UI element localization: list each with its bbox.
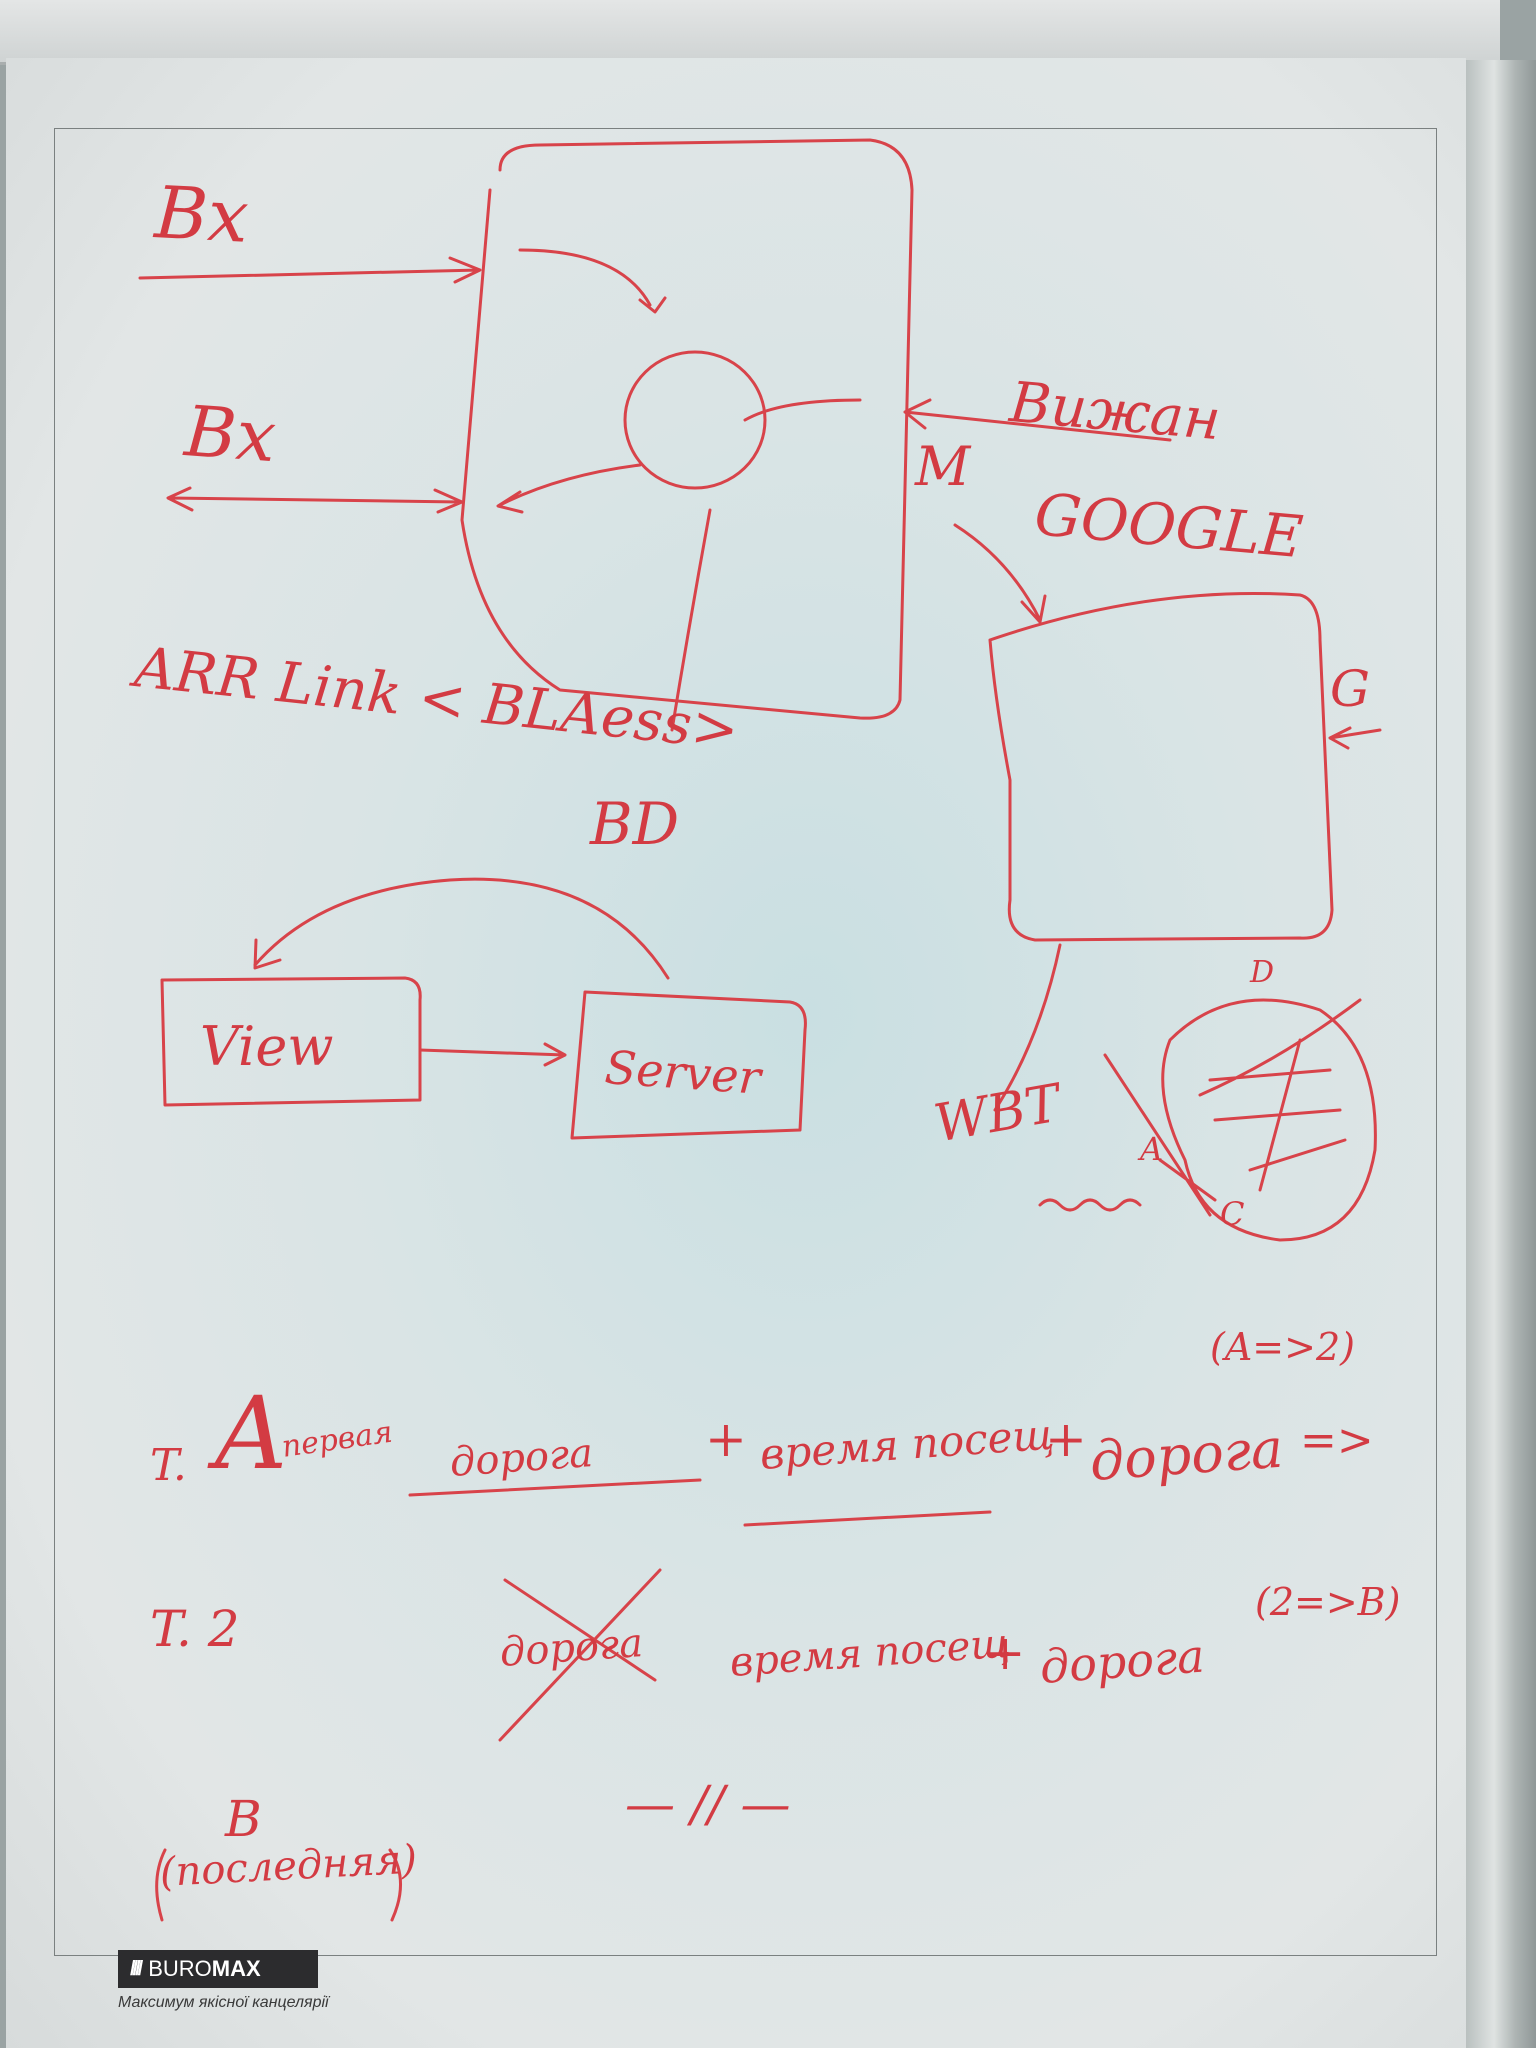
row1-plus1: + [705, 1410, 747, 1468]
main-box [460, 138, 914, 720]
label-server: Server [603, 1040, 763, 1105]
arrow-g [1328, 726, 1382, 750]
label-bd: BD [590, 790, 680, 858]
row1-arrow: => [1300, 1415, 1374, 1466]
board-frame [1466, 60, 1536, 2048]
line-to-bd [670, 508, 712, 732]
row1-note: (A=>2) [1210, 1325, 1355, 1369]
arrow-circle-left [496, 463, 642, 514]
label-view: View [200, 1015, 334, 1078]
brand-name-light: BURO [148, 1956, 212, 1981]
label-point-d: D [1250, 955, 1275, 990]
brand-tagline: Максимум якісної канцелярії [118, 1994, 329, 2011]
row2-prefix: T. 2 [150, 1600, 240, 1658]
arrow-to-google-box [953, 523, 1047, 624]
row1-a: A [215, 1375, 288, 1492]
row1-term3: дорога [1087, 1416, 1286, 1493]
arrow-input-bottom [166, 486, 464, 514]
sheet-border [54, 128, 1437, 1956]
underline-term2 [743, 1510, 992, 1527]
row1-prefix: T. [150, 1440, 187, 1491]
row1-plus2: + [1045, 1410, 1087, 1468]
google-box [988, 591, 1334, 942]
label-input-top: Bx [152, 170, 251, 259]
label-point-c: C [1220, 1195, 1245, 1233]
server-box [570, 990, 807, 1140]
line-a-c [1103, 1053, 1217, 1217]
strike-row2 [498, 1568, 662, 1742]
row4-b: B [225, 1790, 262, 1848]
view-box [160, 976, 422, 1107]
arrow-input-top [138, 256, 482, 284]
buromax-mark-icon: //// [130, 1957, 143, 1980]
squiggle [1038, 1198, 1142, 1212]
label-m: M [915, 435, 971, 498]
scribble-lines [1198, 998, 1362, 1192]
inner-circle [623, 350, 767, 490]
label-input-bottom: Bx [182, 390, 279, 479]
row2-term3: дорога [1038, 1628, 1207, 1694]
underline-term1 [408, 1478, 702, 1497]
scribble-blob [1161, 998, 1377, 1242]
row2-plus: + [985, 1625, 1026, 1681]
arrow-source-right [903, 398, 1172, 442]
arrow-server-view [253, 877, 670, 980]
row2-note: (2=>B) [1255, 1580, 1401, 1624]
label-point-a: A [1140, 1130, 1164, 1168]
brand-name-bold: MAX [211, 1956, 261, 1981]
label-g: G [1330, 660, 1370, 718]
bracket-right [388, 1848, 402, 1922]
line-to-wbt [993, 943, 1062, 1112]
curve-into-circle [518, 248, 667, 314]
row3-mark: — // — [625, 1775, 791, 1833]
flipchart-sheet [6, 58, 1466, 2048]
bracket-left [155, 1848, 167, 1922]
line-right-circle [743, 398, 862, 422]
arrow-view-server [418, 1042, 567, 1067]
